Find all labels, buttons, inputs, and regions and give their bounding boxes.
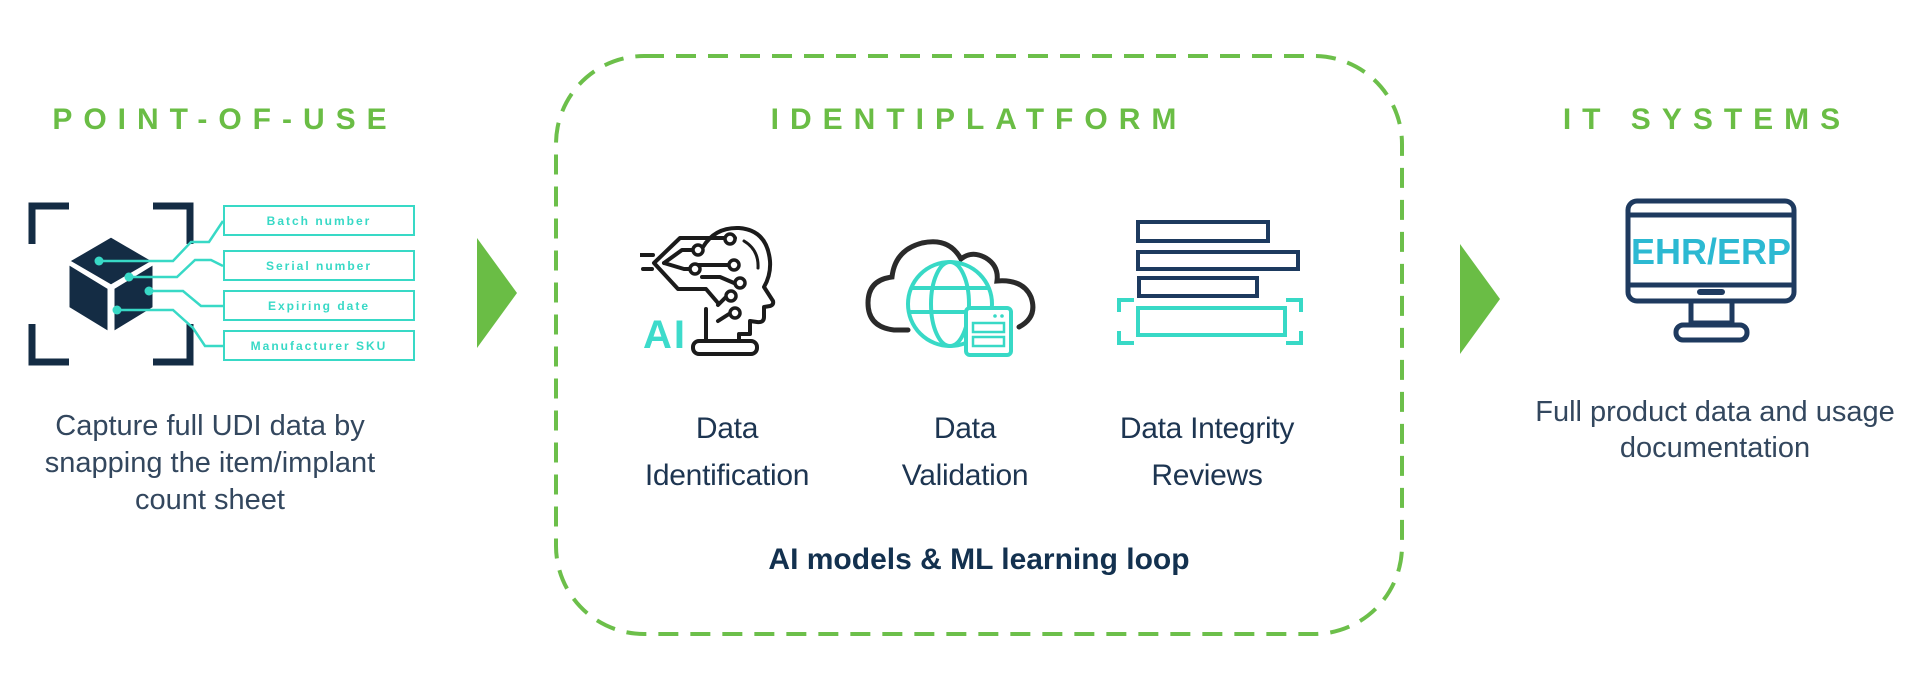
caption-line: Full product data and usage	[1535, 396, 1895, 428]
scan-brackets-icon	[28, 202, 194, 366]
caption-line: Capture full UDI data by	[55, 410, 365, 442]
label-line: Validation	[901, 459, 1029, 492]
ehr-erp-screen-label: EHR/ERP	[1631, 231, 1791, 272]
label-line: Data	[933, 412, 997, 445]
udi-field-serial-number: Serial number	[223, 250, 415, 281]
caption-line: documentation	[1619, 432, 1811, 464]
point-of-use-caption: Capture full UDI data by snapping the it…	[20, 408, 400, 519]
scan-cube-icon	[28, 202, 225, 366]
cloud-globe-icon	[865, 239, 1036, 357]
caption-line: snapping the item/implant	[44, 447, 376, 479]
monitor-icon: EHR/ERP	[1625, 198, 1797, 343]
data-bars-icon	[1117, 220, 1303, 345]
label-line: Data Integrity	[1119, 412, 1295, 445]
point-of-use-title: POINT-OF-USE	[52, 103, 398, 136]
ai-label: AI	[643, 313, 687, 357]
udi-field-manufacturer-sku: Manufacturer SKU	[223, 330, 415, 361]
point-of-use-graphic: Batch number Serial number Expiring date…	[25, 200, 420, 368]
flow-arrow-right-icon	[477, 238, 517, 348]
highlight-bar-icon	[1117, 298, 1303, 345]
circuit-lines-icon	[99, 220, 225, 348]
cube-icon	[66, 234, 156, 335]
circuit-node-icons	[688, 232, 747, 320]
feature-label-data-identification: Data Identification	[597, 405, 857, 499]
ai-head-icon: AI	[640, 225, 776, 357]
feature-label-data-validation: Data Validation	[835, 405, 1095, 499]
label-line: Identification	[644, 459, 810, 492]
platform-title: IDENTIPLATFORM	[770, 103, 1188, 136]
caption-line: count sheet	[135, 484, 285, 516]
label-line: Reviews	[1151, 459, 1263, 492]
it-systems-title: IT SYSTEMS	[1562, 103, 1852, 136]
platform-footer-text: AI models & ML learning loop	[768, 543, 1190, 576]
platform-dashed-border	[554, 54, 1404, 636]
label-line: Data	[695, 412, 759, 445]
udi-field-expiring-date: Expiring date	[223, 290, 415, 321]
flow-arrow-right-icon	[1460, 244, 1500, 354]
udi-field-batch-number: Batch number	[223, 205, 415, 236]
it-systems-caption: Full product data and usage documentatio…	[1495, 394, 1920, 466]
circuit-dots-icon	[94, 256, 154, 315]
server-list-icon	[964, 306, 1013, 357]
feature-label-data-integrity-reviews: Data Integrity Reviews	[1077, 405, 1337, 499]
